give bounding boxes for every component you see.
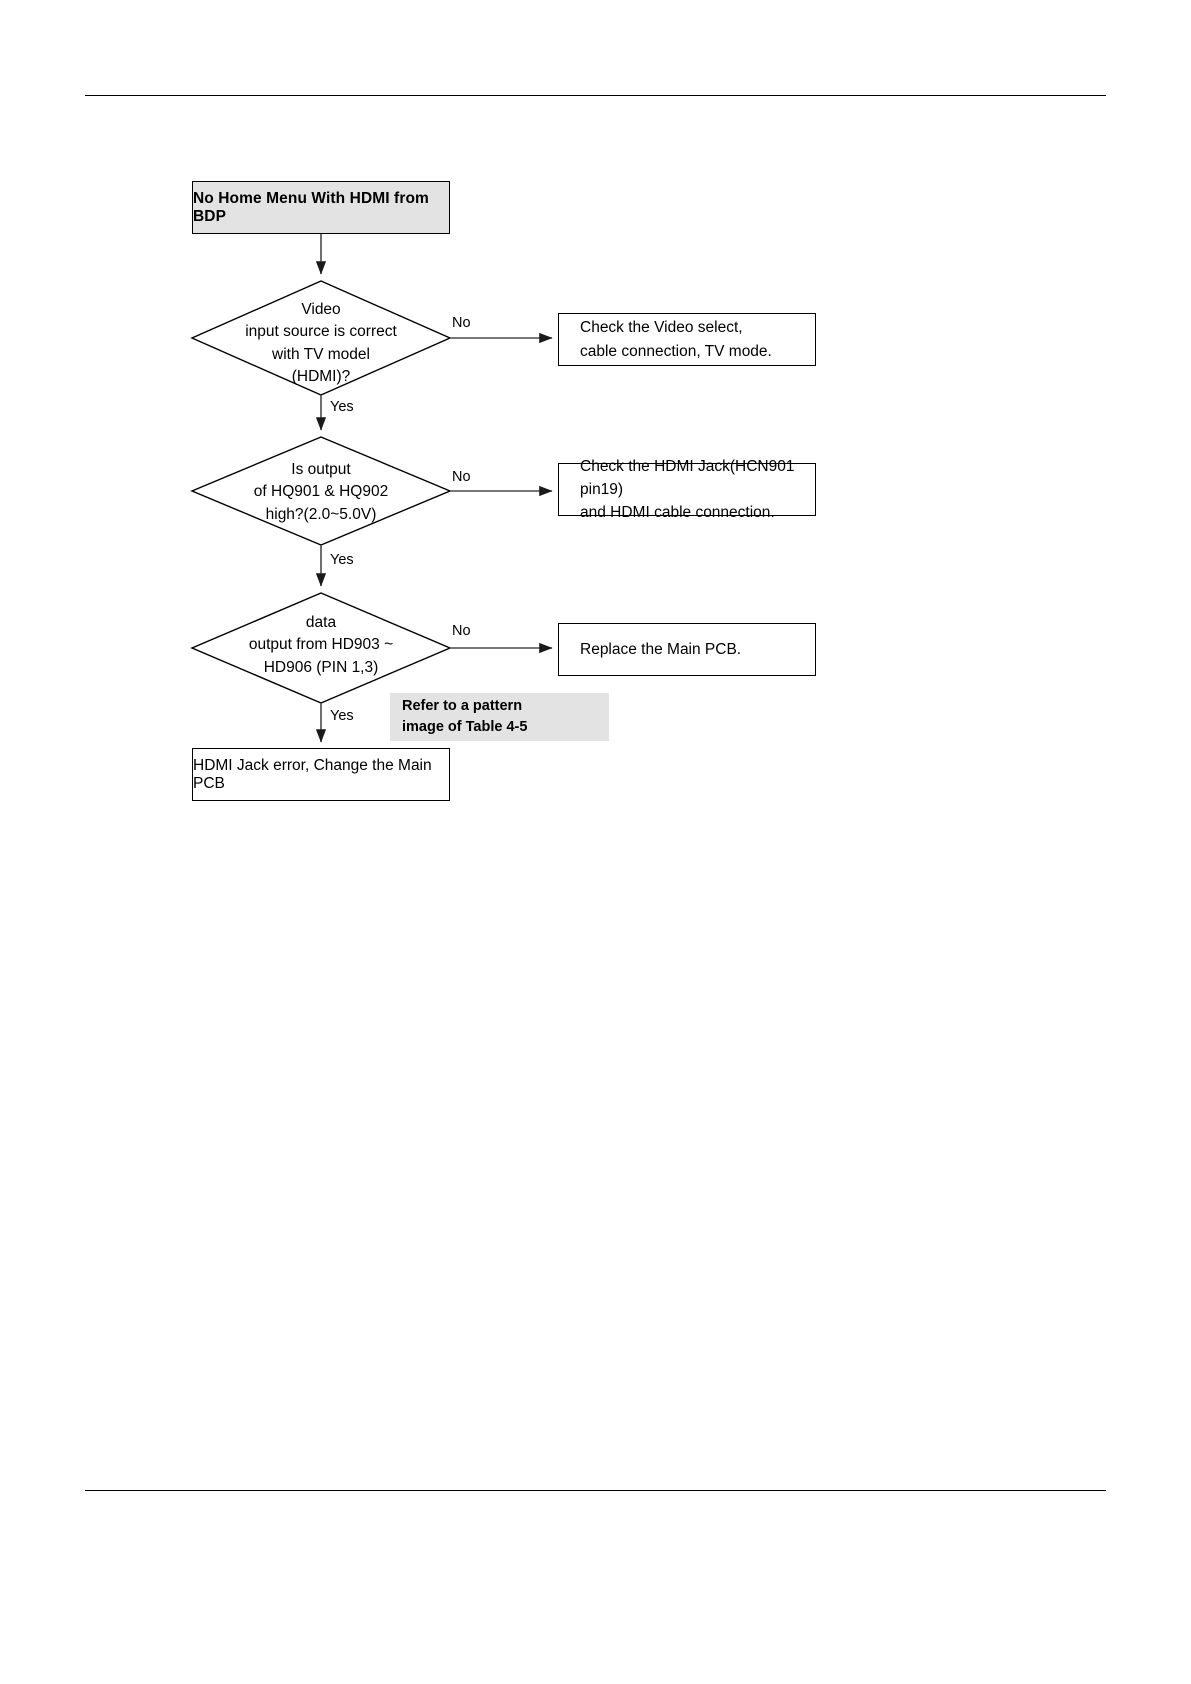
decision-label-video-input-source: Video input source is correct with TV mo… (245, 301, 397, 386)
decision-label-hq901-hq902-output: Is output of HQ901 & HQ902 high?(2.0~5.0… (253, 461, 389, 523)
note-line-1: Refer to a pattern (402, 697, 523, 714)
footer-rule (85, 1490, 1106, 1491)
decision-label-hd903-hd906-data: data output from HD903 ~ HD906 (PIN 1,3) (248, 614, 394, 676)
action-node-replace-main-pcb: Replace the Main PCB. (558, 623, 816, 676)
action-node-check-video-select: Check the Video select, cable connection… (558, 313, 816, 366)
edge-label-no-2: No (452, 469, 471, 485)
start-node: No Home Menu With HDMI from BDP (192, 181, 450, 234)
note-line-2: image of Table 4-5 (402, 719, 528, 735)
note-refer-to-pattern-image: Refer to a pattern image of Table 4-5 (390, 693, 609, 741)
edge-label-no-3: No (452, 623, 471, 639)
action-line-2: cable connection, TV mode. (580, 342, 772, 360)
action-line-1: Check the Video select, (580, 319, 743, 337)
header-rule (85, 95, 1106, 96)
end-node: HDMI Jack error, Change the Main PCB (192, 748, 450, 801)
action-line-2: and HDMI cable connection. (580, 504, 775, 522)
action-line-1: Replace the Main PCB. (580, 640, 742, 658)
edge-label-no-1: No (452, 315, 471, 331)
action-line-1: Check the HDMI Jack(HCN901 pin19) (580, 457, 795, 498)
action-node-check-hdmi-jack: Check the HDMI Jack(HCN901 pin19) and HD… (558, 458, 816, 521)
edge-label-yes-2: Yes (330, 552, 354, 568)
edge-label-yes-3: Yes (330, 708, 354, 724)
edge-label-yes-1: Yes (330, 399, 354, 415)
